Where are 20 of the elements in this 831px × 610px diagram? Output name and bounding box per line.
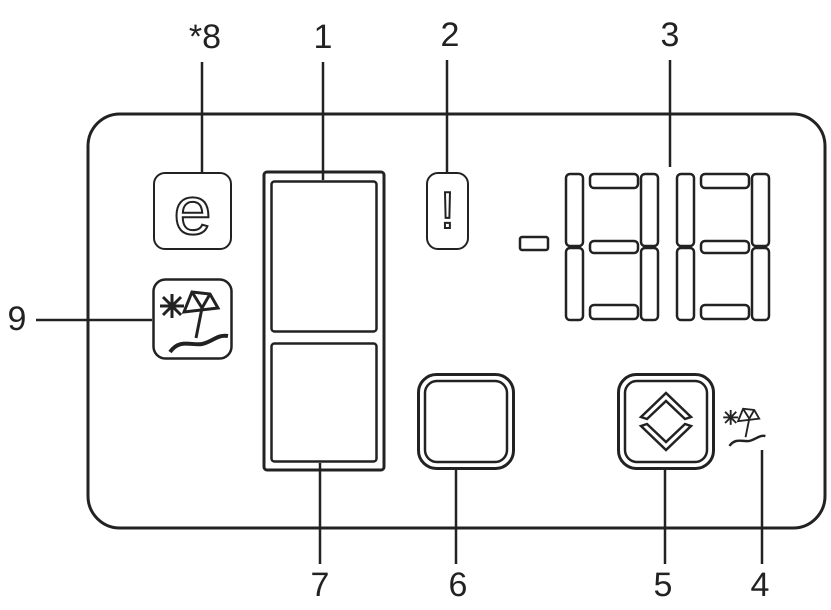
eco-mode-button: e — [153, 172, 232, 250]
callout-number: 4 — [742, 568, 778, 604]
callout-number: 6 — [440, 568, 476, 604]
leader-line — [454, 470, 458, 564]
leader-line — [664, 470, 666, 564]
callout-number: 7 — [302, 568, 338, 604]
leader-line — [200, 62, 204, 172]
leader-line — [760, 450, 764, 564]
leader-line — [322, 62, 324, 180]
callout-number: 2 — [432, 18, 468, 54]
callout-number: 9 — [0, 302, 34, 338]
leader-line — [446, 60, 448, 172]
leader-line — [668, 60, 672, 167]
callout-number: 1 — [305, 20, 341, 56]
callout-number: 5 — [645, 568, 681, 604]
leader-line — [36, 318, 152, 322]
leader-line — [318, 463, 322, 564]
callout-number: *8 — [180, 20, 230, 56]
alarm-indicator: ! — [426, 172, 469, 250]
callout-number: 3 — [652, 18, 688, 54]
